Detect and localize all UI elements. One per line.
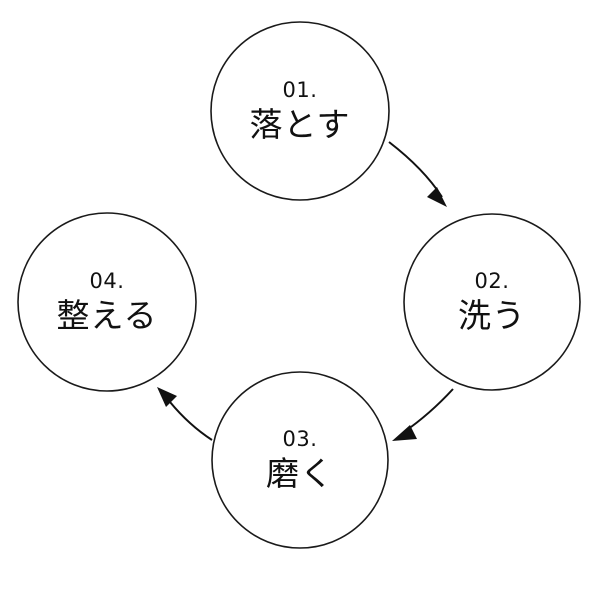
arrow-03-to-04-line [169,401,213,441]
arrow-01-to-02-head [427,187,447,207]
arrow-01-to-02-line [388,141,443,198]
arrow-group [157,141,454,441]
arrow-03-to-04 [157,387,213,441]
arrow-02-to-03-head [392,425,417,441]
arrow-03-to-04-head [157,387,177,407]
node-circle-step-02[interactable] [403,213,581,391]
node-circle-step-01[interactable] [210,21,390,201]
arrow-01-to-02 [388,141,447,207]
node-circle-step-03[interactable] [211,371,389,549]
node-circle-step-04[interactable] [17,212,197,392]
arrow-02-to-03 [392,388,454,441]
node-circle-group [17,21,581,549]
arrow-02-to-03-line [403,388,454,433]
